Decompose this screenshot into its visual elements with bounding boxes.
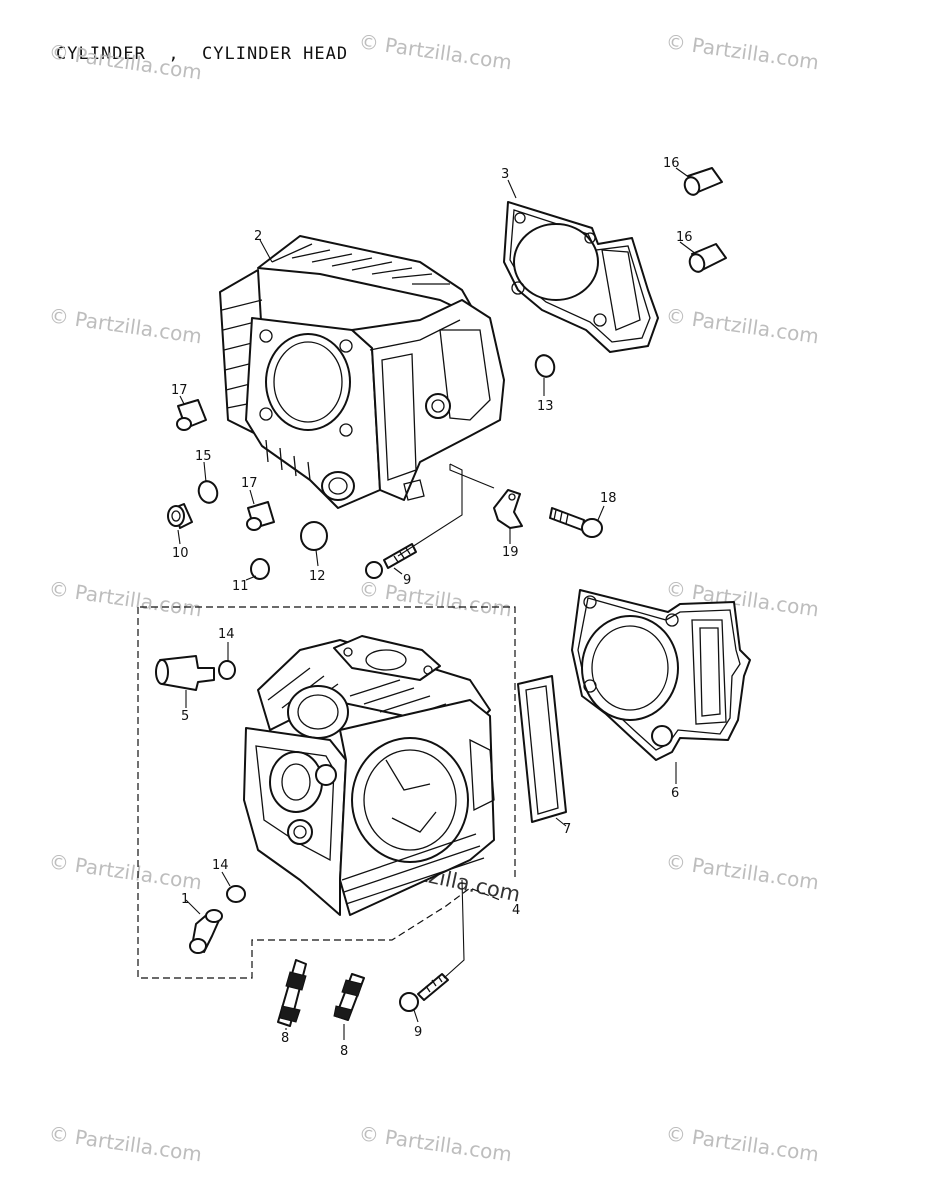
watermark: © Partzilla.com (664, 29, 820, 74)
stud-bolt-icon (333, 973, 365, 1021)
watermark: © Partzilla.com (357, 29, 513, 74)
bolt-icon (399, 973, 449, 1012)
dowel-pin-icon (688, 243, 727, 273)
watermark: © Partzilla.com (664, 303, 820, 348)
part-label-17b: 17 (241, 476, 258, 491)
part-label-6: 6 (671, 786, 679, 801)
part-label-8a: 8 (281, 1031, 289, 1046)
part-label-15: 15 (195, 449, 212, 464)
part-label-14a: 14 (218, 627, 235, 642)
part-label-17a: 17 (171, 383, 188, 398)
o-ring-icon (250, 558, 270, 580)
watermark: © Partzilla.com (47, 39, 203, 84)
watermark: © Partzilla.com (664, 849, 820, 894)
part-label-3: 3 (501, 167, 509, 182)
page-title: CYLINDER , CYLINDER HEAD (56, 44, 349, 64)
part-label-16b: 16 (676, 230, 693, 245)
part-label-4: 4 (512, 903, 520, 918)
watermark: © Partzilla.com (47, 576, 203, 621)
bolt-icon (549, 507, 603, 538)
part-label-9b: 9 (414, 1025, 422, 1040)
part-label-5: 5 (181, 709, 189, 724)
watermark: © Partzilla.com (47, 1121, 203, 1166)
part-label-9a: 9 (403, 573, 411, 588)
part-label-7: 7 (563, 822, 571, 837)
watermark: © Partzilla.com (664, 1121, 820, 1166)
leader-lines (177, 167, 697, 1040)
part-label-16a: 16 (663, 156, 680, 171)
pipe-fitting-icon (189, 909, 223, 954)
plug-icon (167, 503, 193, 529)
part-labels: 1 2 3 4 5 6 7 8 8 9 9 10 11 12 13 14 14 … (171, 156, 693, 1059)
dowel-pin-icon (176, 399, 207, 431)
part-label-1: 1 (181, 892, 189, 907)
o-ring-icon (218, 660, 236, 680)
watermarks: © Partzilla.com © Partzilla.com © Partzi… (47, 29, 820, 1166)
o-ring-icon (197, 480, 219, 504)
cylinder-head-illustration (243, 635, 495, 916)
watermark: © Partzilla.com (47, 849, 203, 894)
stud-bolt-icon (277, 959, 307, 1027)
watermark: © Partzilla.com (357, 576, 513, 621)
watermark: © Partzilla.com (47, 303, 203, 348)
o-ring-icon (534, 354, 556, 378)
assembly-group-outline (137, 606, 516, 979)
o-ring-icon (300, 521, 328, 551)
watermark: © Partzilla.com (357, 1121, 513, 1166)
part-label-14b: 14 (212, 858, 229, 873)
part-label-13: 13 (537, 399, 554, 414)
o-ring-icon (226, 885, 246, 903)
dowel-pin-icon (683, 167, 723, 196)
leader-line (397, 463, 495, 979)
tunnel-gasket-illustration (517, 675, 567, 823)
part-label-11: 11 (232, 579, 249, 594)
part-label-2: 2 (254, 229, 262, 244)
part-label-10: 10 (172, 546, 189, 561)
bracket-icon (493, 489, 523, 529)
part-label-18: 18 (600, 491, 617, 506)
part-label-19: 19 (502, 545, 519, 560)
base-gasket-illustration (571, 589, 751, 761)
head-gasket-illustration (503, 201, 659, 353)
dowel-pin-icon (246, 501, 275, 531)
part-label-12: 12 (309, 569, 326, 584)
cylinder-illustration (219, 235, 505, 509)
pipe-fitting-icon (155, 655, 215, 691)
part-label-8b: 8 (340, 1044, 348, 1059)
